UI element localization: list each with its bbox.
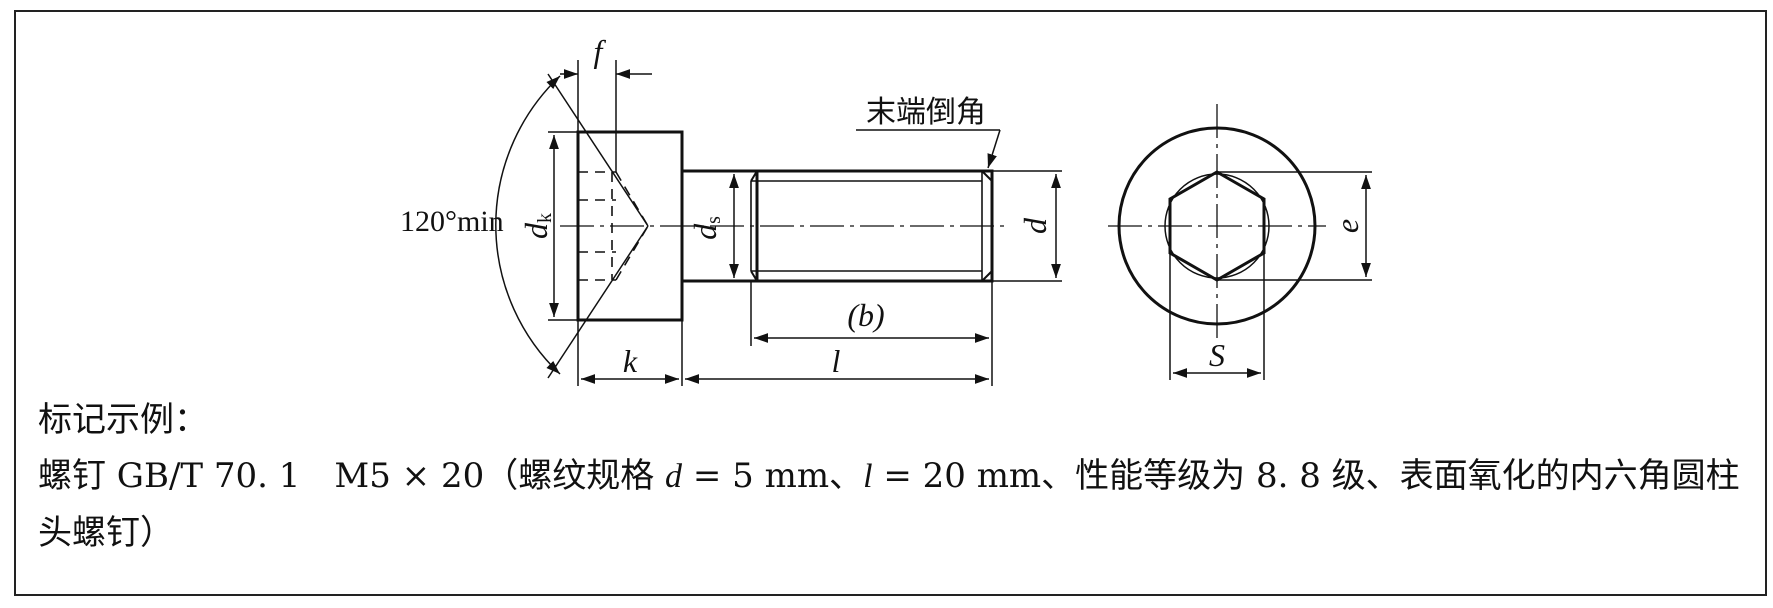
caption-var-d: d <box>665 458 683 495</box>
caption-l-value: = 20 mm、性能等级为 8. 8 级、表面氧化的内六角圆柱 <box>883 456 1740 496</box>
label-angle-120-min: 120°min <box>400 205 504 238</box>
caption-designation: 螺钉 GB/T 70. 1 <box>38 456 301 496</box>
label-e: e <box>1329 219 1365 233</box>
figure-frame <box>14 10 1767 596</box>
caption-d-value: = 5 mm、 <box>692 456 864 496</box>
caption-heading: 标记示例： <box>38 400 208 440</box>
label-f: f <box>594 33 607 69</box>
label-k: k <box>623 343 638 379</box>
label-S: S <box>1209 337 1225 373</box>
label-end-chamfer: 末端倒角 <box>866 95 986 130</box>
caption-size: M5 × 20（螺纹规格 <box>334 456 655 496</box>
caption-line-2: 头螺钉） <box>38 513 174 553</box>
label-d: d <box>1017 217 1053 234</box>
screw-end-view <box>1108 104 1326 340</box>
caption-line-1: 螺钉 GB/T 70. 1 M5 × 20（螺纹规格 d = 5 mm、l = 2… <box>38 448 1758 505</box>
label-b: (b) <box>847 297 884 333</box>
label-dk: dk <box>518 213 556 239</box>
label-ds: ds <box>687 216 725 240</box>
marking-example-caption: 标记示例： 螺钉 GB/T 70. 1 M5 × 20（螺纹规格 d = 5 mm… <box>38 392 1758 561</box>
label-l: l <box>832 343 841 379</box>
caption-var-l: l <box>863 458 873 495</box>
